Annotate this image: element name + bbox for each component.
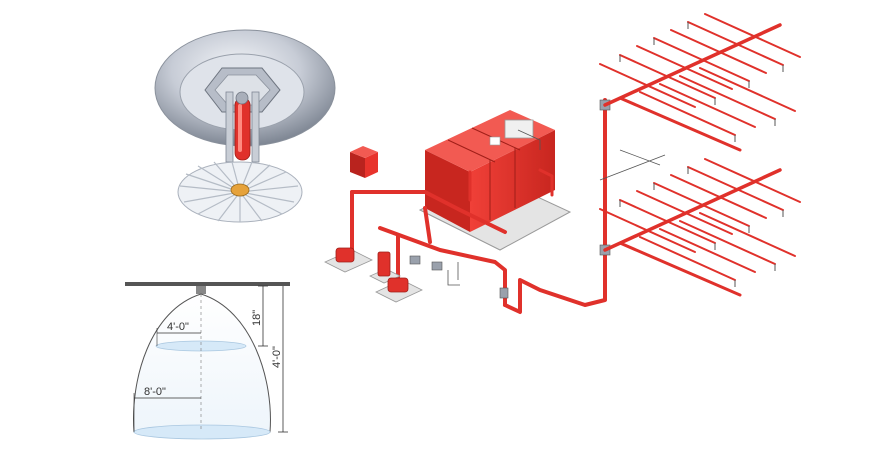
jockey-pump <box>369 251 401 284</box>
bottom-width-label: 8'-0" <box>144 386 166 398</box>
glass-bulb <box>234 97 251 161</box>
sprinkler-frame-right <box>251 91 260 163</box>
deflector <box>177 161 303 223</box>
main-piping <box>350 98 607 314</box>
upper-grid-drops <box>619 22 784 142</box>
control-panel <box>350 146 378 178</box>
fire-pump-1 <box>324 247 373 273</box>
floor-spacing-dimension <box>599 149 666 181</box>
spray-disc-lower <box>133 424 271 440</box>
sprinkler-head <box>154 29 336 223</box>
spray-envelope <box>133 293 271 433</box>
deflector-center-cap <box>230 183 250 197</box>
lower-grid-drops <box>619 167 784 287</box>
deflector-drop-label: 18" <box>251 310 263 326</box>
sprinkler-symbol <box>196 286 206 294</box>
glass-bulb-highlight <box>238 104 242 152</box>
sprinkler-frame-left <box>225 91 234 163</box>
top-width-label: 4'-0" <box>167 321 189 333</box>
instrument-lines <box>447 129 541 286</box>
lower-sprinkler-grid <box>599 158 801 297</box>
spray-pattern-diagram: 4'-0" 8'-0" 18" 4'-0" <box>125 282 290 440</box>
pump-room-system <box>324 98 611 314</box>
total-height-label: 4'-0" <box>271 346 283 368</box>
ceiling-line <box>125 282 290 286</box>
fire-pump-2 <box>375 277 423 303</box>
frame-top-screw <box>235 91 249 105</box>
upper-sprinkler-grid <box>599 13 801 152</box>
